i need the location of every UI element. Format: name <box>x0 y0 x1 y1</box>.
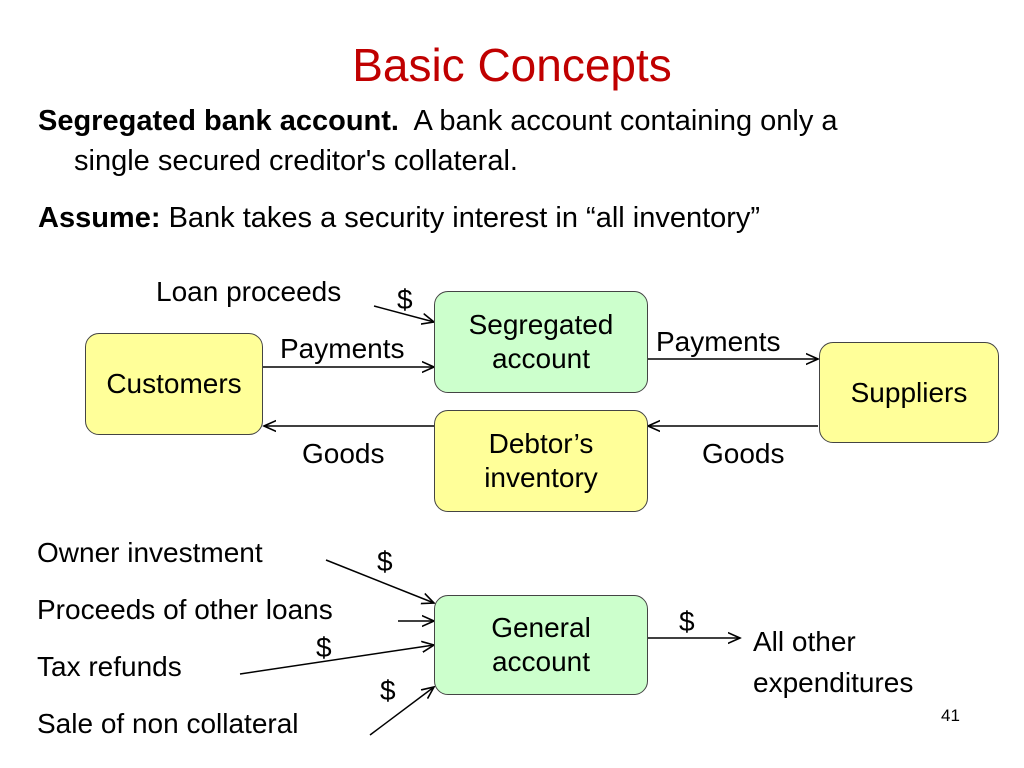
definition-term: Segregated bank account. <box>38 105 399 137</box>
general-account-box: General account <box>434 595 648 695</box>
payments-in-label: Payments <box>280 333 405 364</box>
customers-label: Customers <box>106 368 242 399</box>
expenditures-label-1: All other <box>753 626 856 657</box>
source-owner-investment: Owner investment <box>37 537 263 568</box>
source-non-collateral: Sale of non collateral <box>37 708 299 739</box>
tax-refunds-arrow <box>239 645 434 675</box>
definition-paragraph: Segregated bank account. A bank account … <box>38 102 838 140</box>
loan-dollar-label: $ <box>397 284 413 315</box>
inventory-label-1: Debtor’s <box>488 428 594 459</box>
general-label-2: account <box>491 646 591 677</box>
assumption-term: Assume: <box>38 202 161 234</box>
goods-left-label: Goods <box>302 438 385 469</box>
dollar-label-1: $ <box>377 546 393 577</box>
source-tax-refunds: Tax refunds <box>37 651 182 682</box>
expenditures-label-2: expenditures <box>753 667 914 698</box>
general-label-1: General <box>491 612 591 643</box>
inventory-label-2: inventory <box>484 462 598 493</box>
non-collateral-arrow <box>369 687 434 736</box>
suppliers-label: Suppliers <box>850 376 968 408</box>
payments-out-label: Payments <box>656 326 781 357</box>
loan-proceeds-label: Loan proceeds <box>156 276 342 307</box>
dollar-label-3: $ <box>380 675 396 706</box>
segregated-account-box: Segregated account <box>434 291 648 393</box>
dollar-label-2: $ <box>316 632 332 663</box>
segregated-label-1: Segregated <box>468 309 614 340</box>
definition-text-2: single secured creditor's collateral. <box>74 145 518 177</box>
customers-box: Customers <box>85 333 263 435</box>
suppliers-box: Suppliers <box>819 342 999 443</box>
assumption-text: Bank takes a security interest in “all i… <box>168 202 761 234</box>
source-other-loans: Proceeds of other loans <box>37 594 333 625</box>
page-title: Basic Concepts <box>352 39 672 91</box>
segregated-label-2: account <box>491 343 591 374</box>
definition-text-1: A bank account containing only a <box>413 105 838 137</box>
loan-proceeds-arrow <box>373 305 434 322</box>
debtor-inventory-box: Debtor’s inventory <box>434 410 648 512</box>
slide-number: 41 <box>941 706 960 725</box>
dollar-label-out: $ <box>679 606 695 637</box>
goods-right-label: Goods <box>702 438 785 469</box>
assumption-paragraph: Assume: Bank takes a security interest i… <box>38 199 760 237</box>
owner-investment-arrow <box>325 559 434 603</box>
